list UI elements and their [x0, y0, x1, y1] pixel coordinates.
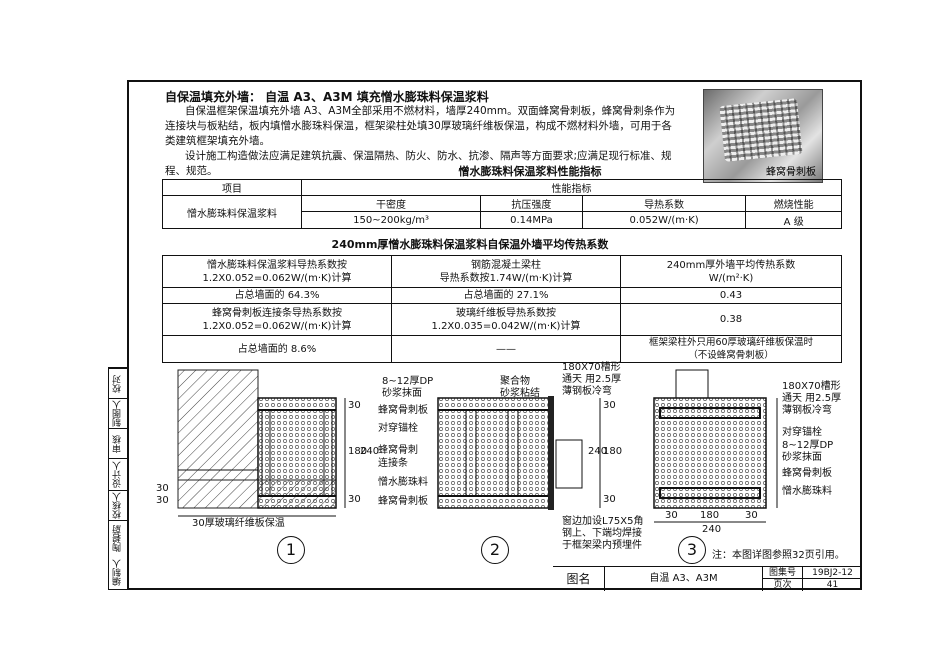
- label: 8~12厚DP: [382, 376, 434, 387]
- photo-caption: 蜂窝骨刺板: [766, 167, 816, 178]
- table2-title: 240mm厚憎水膨珠料保温浆料自保温外墙平均传热系数: [331, 238, 609, 251]
- dim: 30: [603, 400, 616, 411]
- label: 对穿锚栓: [378, 423, 418, 434]
- label: 砂浆粘结: [500, 388, 540, 399]
- intro-line: 连接块与板粘结，板内填憎水膨珠料保温，框架梁柱处填30厚玻璃纤维板保温，构成不燃…: [165, 120, 672, 132]
- atlas-number: 19BJ2-12: [803, 567, 862, 579]
- page-title: 自保温填充外墙： 自温 A3、A3M 填充憎水膨珠料保温浆料: [165, 90, 489, 104]
- cell: 0.38: [620, 303, 842, 336]
- value-cell: 0.052W/(m·K): [581, 211, 747, 229]
- table1-title: 憎水膨珠料保温浆料性能指标: [458, 165, 602, 178]
- dim: 180: [603, 446, 623, 457]
- heat-transfer-table: 憎水膨珠料保温浆料导热系数按 1.2X0.052=0.062W/(m·K)计算 …: [162, 255, 842, 363]
- intro-line: 自保温框架保温填充外墙 A3、A3M全部采用不燃材料，墙厚240mm。双面蜂窝骨…: [185, 105, 676, 117]
- label: 连接条: [378, 458, 408, 469]
- dim: 30: [603, 494, 616, 505]
- label: 于框架梁内预埋件: [562, 540, 642, 551]
- section-marker: 3: [678, 536, 706, 564]
- title-block: 图名 自温 A3、A3M 图集号 19BJ2-12 页次 41: [553, 566, 862, 591]
- page-label: 页次: [763, 579, 803, 591]
- intro-line: 程、规范。: [165, 165, 218, 177]
- label: 通天 用2.5厚: [782, 393, 842, 404]
- cell: 240mm厚外墙平均传热系数 W/(m²·K): [620, 255, 842, 288]
- cell: 占总墙面的 8.6%: [162, 335, 392, 363]
- value-cell: A 级: [745, 211, 842, 229]
- drawing-name: 自温 A3、A3M: [605, 567, 763, 591]
- dim: 240: [360, 446, 380, 457]
- dim: 30: [348, 400, 361, 411]
- label: 8~12厚DP: [782, 440, 834, 451]
- honeycomb-board-photo: 蜂窝骨刺板: [703, 89, 823, 183]
- note: 注：本图详图参照32页引用。: [712, 550, 845, 561]
- section-marker: 2: [481, 536, 509, 564]
- label: 蜂窝骨刺板: [378, 405, 428, 416]
- dim: 30: [665, 510, 678, 521]
- dim: 30: [156, 483, 169, 494]
- dim: 180: [348, 446, 368, 457]
- dim: 240: [702, 524, 722, 535]
- label: 蜂窝骨刺板: [782, 468, 832, 479]
- label: 憎水膨珠料: [782, 486, 832, 497]
- name-label: 图名: [553, 567, 605, 591]
- section-1: [177, 369, 346, 517]
- dim: 180: [700, 510, 720, 521]
- cell: 框架梁柱外只用60厚玻璃纤维板保温时 （不设蜂窝骨刺板）: [620, 335, 842, 363]
- label: 对穿锚栓: [782, 427, 822, 438]
- cell: 玻璃纤维板导热系数按 1.2X0.035=0.042W/(m·K)计算: [391, 303, 621, 336]
- value-cell: 0.14MPa: [480, 211, 583, 229]
- atlas-label: 图集号: [763, 567, 803, 579]
- section-3: [653, 369, 778, 523]
- label: 窗边加设L75X5角: [562, 516, 644, 527]
- performance-table: 项目 性能指标 憎水膨珠料保温浆料 干密度 抗压强度 导热系数 燃烧性能 150…: [162, 179, 842, 229]
- signature-strip: 校对 制图人 审核 设计人 校核人 陶碧蔚 编制人: [108, 367, 127, 590]
- label: 憎水膨珠料: [378, 477, 428, 488]
- dim: 30: [745, 510, 758, 521]
- label: 钢上、下端均焊接: [562, 528, 642, 539]
- label: 蜂窝骨刺板: [378, 496, 428, 507]
- label: 180X70槽形: [782, 381, 841, 392]
- label: 薄钢板冷弯: [782, 405, 832, 416]
- label: 砂浆抹面: [782, 452, 822, 463]
- section-marker: 1: [277, 536, 305, 564]
- dim: 30: [348, 494, 361, 505]
- dim: 30: [156, 495, 169, 506]
- intro-line: 设计施工构造做法应满足建筑抗震、保温隔热、防火、防水、抗渗、隔声等方面要求;应满…: [185, 150, 672, 162]
- page-number: 41: [826, 580, 839, 590]
- section-2: [437, 396, 601, 510]
- label: 薄钢板冷弯: [562, 386, 612, 397]
- intro-line: 类建筑框架填充外墙。: [165, 135, 270, 147]
- dim: 240: [588, 446, 608, 457]
- label: 砂浆抹面: [382, 388, 422, 399]
- label: 蜂窝骨刺: [378, 445, 418, 456]
- label: 聚合物: [500, 376, 530, 387]
- drawing-frame: [127, 80, 862, 590]
- label: 30厚玻璃纤维板保温: [192, 518, 285, 529]
- row-label: 憎水膨珠料保温浆料: [162, 195, 302, 229]
- label: 通天 用2.5厚: [562, 374, 622, 385]
- label: 180X70槽形: [562, 362, 621, 373]
- value-cell: 150~200kg/m³: [300, 211, 482, 229]
